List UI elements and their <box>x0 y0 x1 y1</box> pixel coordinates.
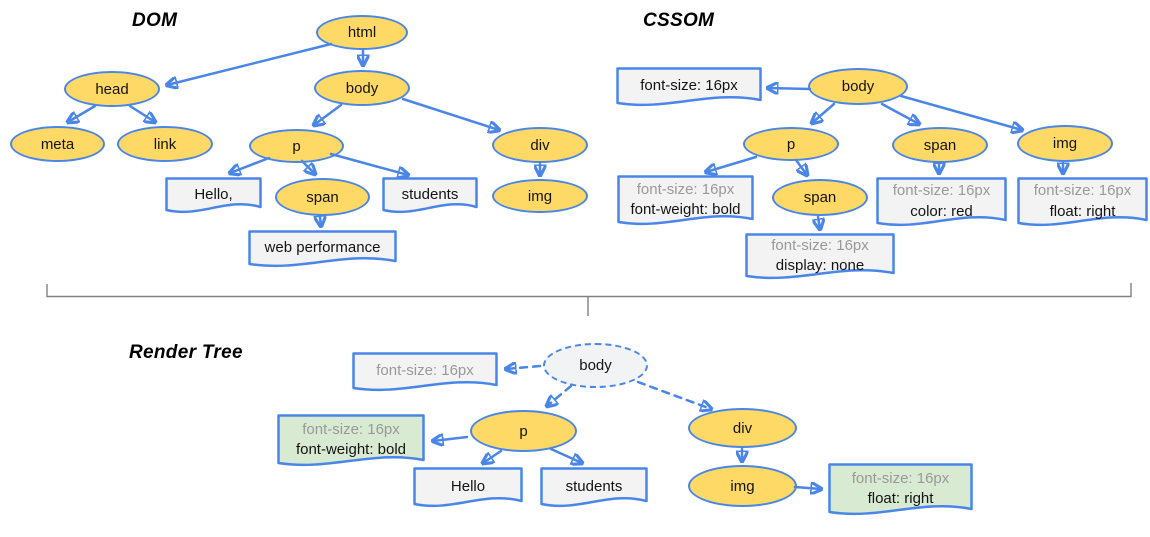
dom-node-head: head <box>64 71 160 107</box>
render-textnode-hello: Hello <box>413 467 523 508</box>
edge-render-p-props <box>433 437 469 441</box>
dom-textnode-web-performance: web performance <box>248 230 397 268</box>
css-rule-inherited: font-size: 16px <box>1033 182 1132 200</box>
dom-node-html: html <box>316 15 408 50</box>
cssom-node-p: p <box>743 127 839 161</box>
cssom-props-p: font-size: 16px font-weight: bold <box>617 175 754 226</box>
edge-render-body-div <box>636 380 711 409</box>
dom-textnode-hello: Hello, <box>165 177 262 214</box>
edge-p-hello <box>230 156 271 173</box>
edge-render-body-p <box>547 384 573 406</box>
edge-cssom-body-span <box>880 102 919 124</box>
css-rule: display: none <box>775 257 865 274</box>
edge-cssom-body-props <box>768 88 812 89</box>
edge-render-body-props <box>506 366 542 369</box>
css-rule: font-weight: bold <box>630 201 741 218</box>
render-node-div: div <box>688 408 797 448</box>
render-textnode-students: students <box>540 467 648 508</box>
edge-body-div <box>401 97 499 130</box>
edge-head-meta <box>68 104 97 122</box>
edge-render-img-props <box>793 487 821 489</box>
dom-node-img: img <box>492 179 588 213</box>
cssom-props-span: font-size: 16px color: red <box>876 177 1007 227</box>
render-node-img: img <box>688 465 797 507</box>
cssom-node-span: span <box>892 127 988 163</box>
css-rule-inherited: font-size: 16px <box>892 182 991 200</box>
cssom-node-body: body <box>808 68 908 105</box>
render-props-body: font-size: 16px <box>352 352 498 392</box>
render-tree-section-title: Render Tree <box>129 342 243 363</box>
edge-p-span <box>300 159 315 174</box>
edge-cssom-body-img <box>899 94 1022 130</box>
dom-node-body: body <box>314 70 410 106</box>
dom-node-p: p <box>249 129 344 163</box>
cssom-node-img: img <box>1017 125 1113 162</box>
edge-head-link <box>128 104 155 122</box>
cssom-props-img: font-size: 16px float: right <box>1017 177 1148 227</box>
edge-span-webperf <box>320 217 321 226</box>
text-node-label: Hello, <box>194 185 233 203</box>
cssom-section-title: CSSOM <box>643 10 715 31</box>
css-rule-inherited: font-size: 16px <box>636 180 735 198</box>
text-node-label: students <box>401 185 459 203</box>
css-rule: float: right <box>867 490 934 507</box>
css-rule: font-size: 16px <box>640 77 738 95</box>
cssom-props-span-child: font-size: 16px display: none <box>745 233 895 280</box>
text-node-label: Hello <box>450 477 486 495</box>
dom-section-title: DOM <box>132 10 178 31</box>
css-rule-inherited: font-size: 16px <box>851 469 950 487</box>
edge-html-head <box>167 42 333 85</box>
text-node-label: web performance <box>264 239 381 257</box>
render-props-p: font-size: 16px font-weight: bold <box>277 414 425 467</box>
css-rule: float: right <box>1049 202 1116 220</box>
dom-textnode-students: students <box>382 177 478 214</box>
edge-render-p-hello <box>483 449 503 463</box>
edge-cssom-p-span <box>794 158 807 175</box>
css-rule-inherited: font-size: 16px <box>771 236 869 254</box>
css-rule-inherited: font-size: 16px <box>302 420 400 438</box>
css-rule: font-weight: bold <box>295 441 407 458</box>
edge-render-p-students <box>549 447 582 463</box>
merge-brace <box>46 283 1132 316</box>
dom-node-meta: meta <box>10 126 105 162</box>
css-rule: color: red <box>910 202 973 220</box>
edge-p-students <box>329 152 408 175</box>
edge-body-p <box>314 103 343 125</box>
dom-node-span: span <box>275 178 370 216</box>
css-rule-inherited: font-size: 16px <box>376 362 474 380</box>
render-node-body: body <box>543 343 648 388</box>
cssom-props-body: font-size: 16px <box>616 67 762 107</box>
edge-cssom-body-p <box>812 102 836 123</box>
text-node-label: students <box>565 477 623 495</box>
render-node-p: p <box>470 410 577 452</box>
edge-cssom-span2-props <box>818 215 820 229</box>
dom-node-link: link <box>117 126 213 162</box>
render-props-img: font-size: 16px float: right <box>828 463 973 516</box>
edge-cssom-p-props <box>706 155 758 172</box>
dom-node-div: div <box>492 127 588 163</box>
cssom-node-span-child: span <box>772 179 868 216</box>
